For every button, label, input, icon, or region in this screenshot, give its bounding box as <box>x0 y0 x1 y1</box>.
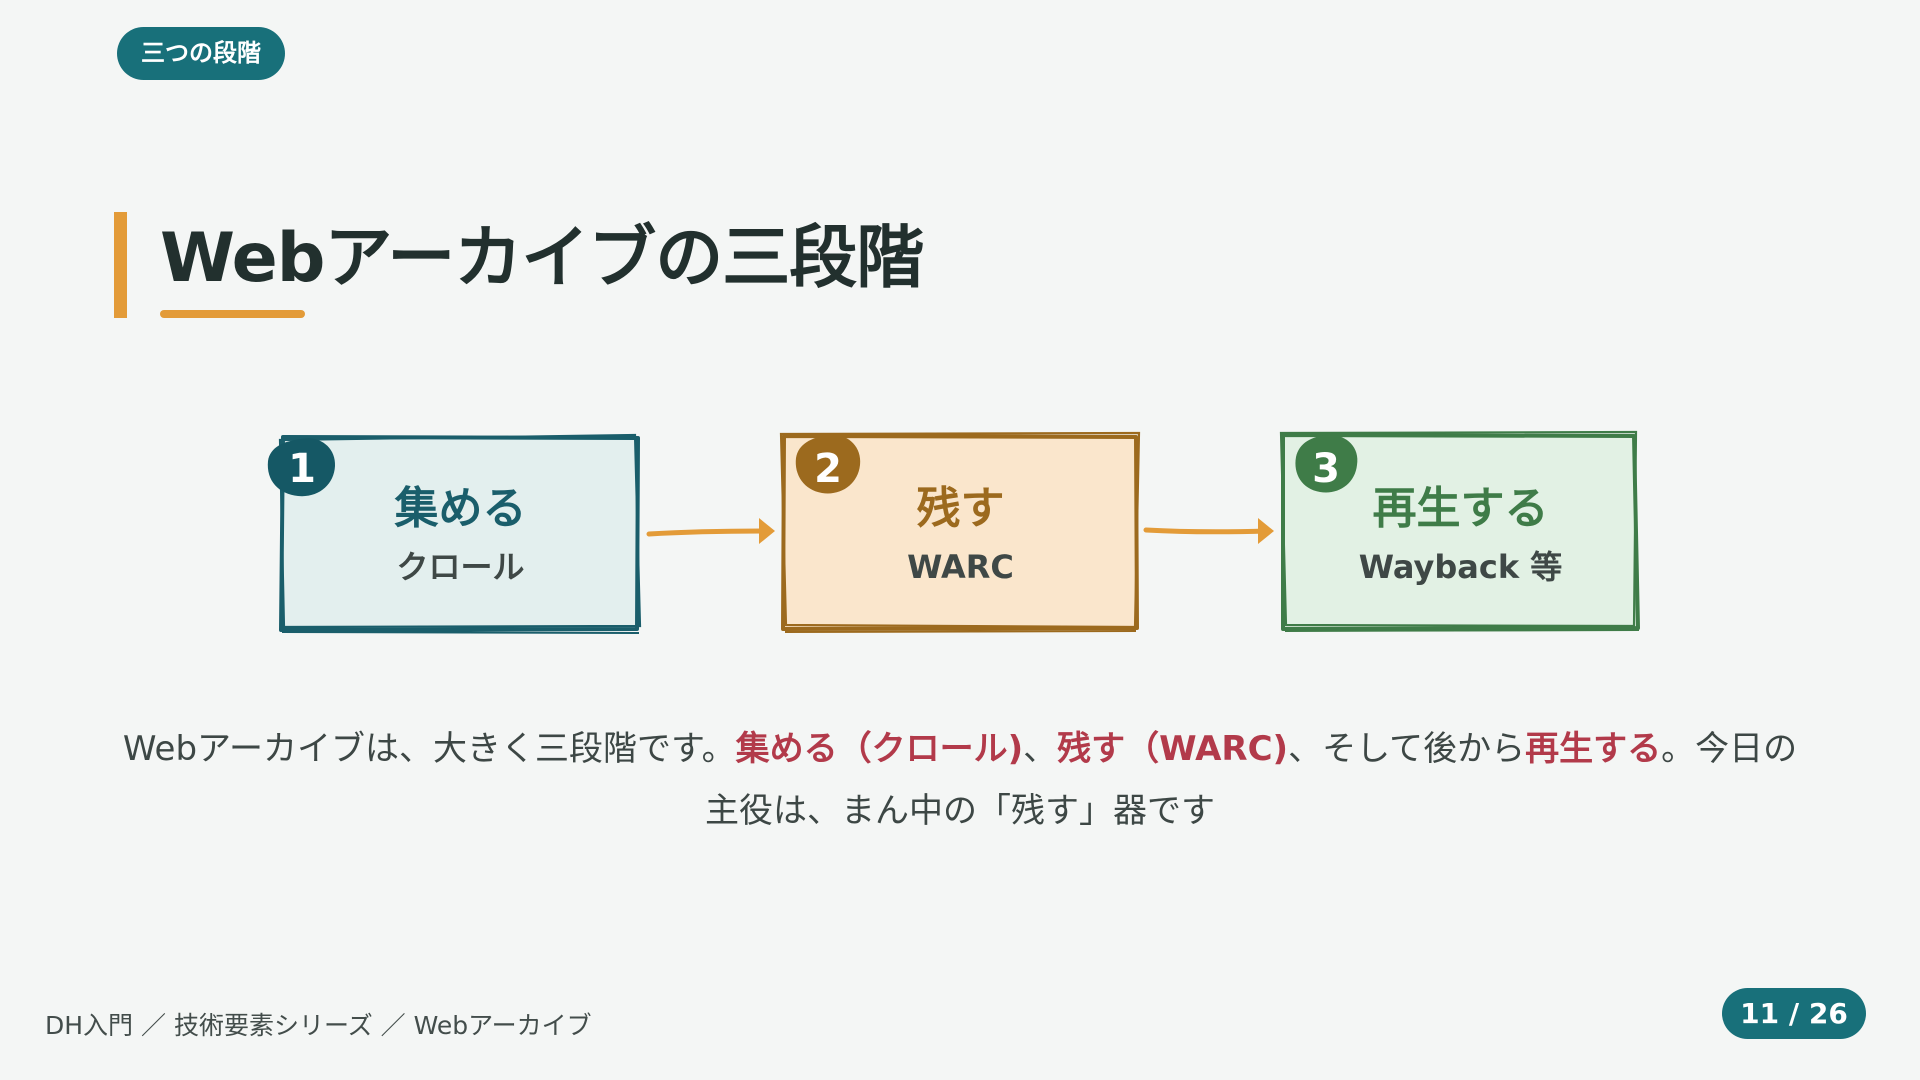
stage-subtitle: Wayback 等 <box>1358 548 1563 586</box>
stage-name: 再生する <box>1372 483 1549 534</box>
stage-subtitle: クロール <box>396 548 525 586</box>
highlight-replay: 再生する <box>1525 729 1662 769</box>
stage-1: 1 集める クロール <box>283 437 638 629</box>
breadcrumb: DH入門 ／ 技術要素シリーズ ／ Webアーカイブ <box>45 1011 592 1040</box>
stage-3: 3 再生する Wayback 等 <box>1283 437 1638 629</box>
section-tag: 三つの段階 <box>117 27 285 80</box>
stage-name: 残す <box>916 483 1005 534</box>
arrow-1-to-2 <box>646 518 775 544</box>
stage-3-badge <box>1295 434 1358 493</box>
stage-subtitle: WARC <box>907 548 1014 586</box>
stage-1-box <box>278 433 642 634</box>
description-paragraph: Webアーカイブは、大きく三段階です。集める（クロール)、残す（WARC)、そし… <box>110 718 1810 842</box>
stage-2: 2 残す WARC <box>783 437 1138 629</box>
page-title: Webアーカイブの三段階 <box>160 219 924 298</box>
description-text: Webアーカイブは、大きく三段階です。 <box>122 729 736 769</box>
stage-name: 集める <box>394 483 527 534</box>
stage-2-box <box>779 431 1141 633</box>
description-text: 、 <box>1023 729 1058 769</box>
page-counter: 11 / 26 <box>1722 988 1866 1039</box>
stage-number: 1 <box>288 446 316 492</box>
stage-number: 2 <box>814 446 842 492</box>
title-underline <box>160 310 305 318</box>
highlight-collect: 集める（クロール) <box>735 729 1024 769</box>
stage-3-box <box>1279 430 1640 632</box>
description-text: 。今日の主役は、まん中の「残す」器です <box>705 729 1798 831</box>
stage-1-badge <box>267 438 336 497</box>
title-accent-bar <box>114 212 127 318</box>
highlight-store: 残す（WARC) <box>1057 729 1289 769</box>
arrow-2-to-3 <box>1143 518 1274 544</box>
stage-2-badge <box>795 434 861 494</box>
stage-number: 3 <box>1312 446 1340 492</box>
description-text: 、そして後から <box>1288 729 1526 769</box>
